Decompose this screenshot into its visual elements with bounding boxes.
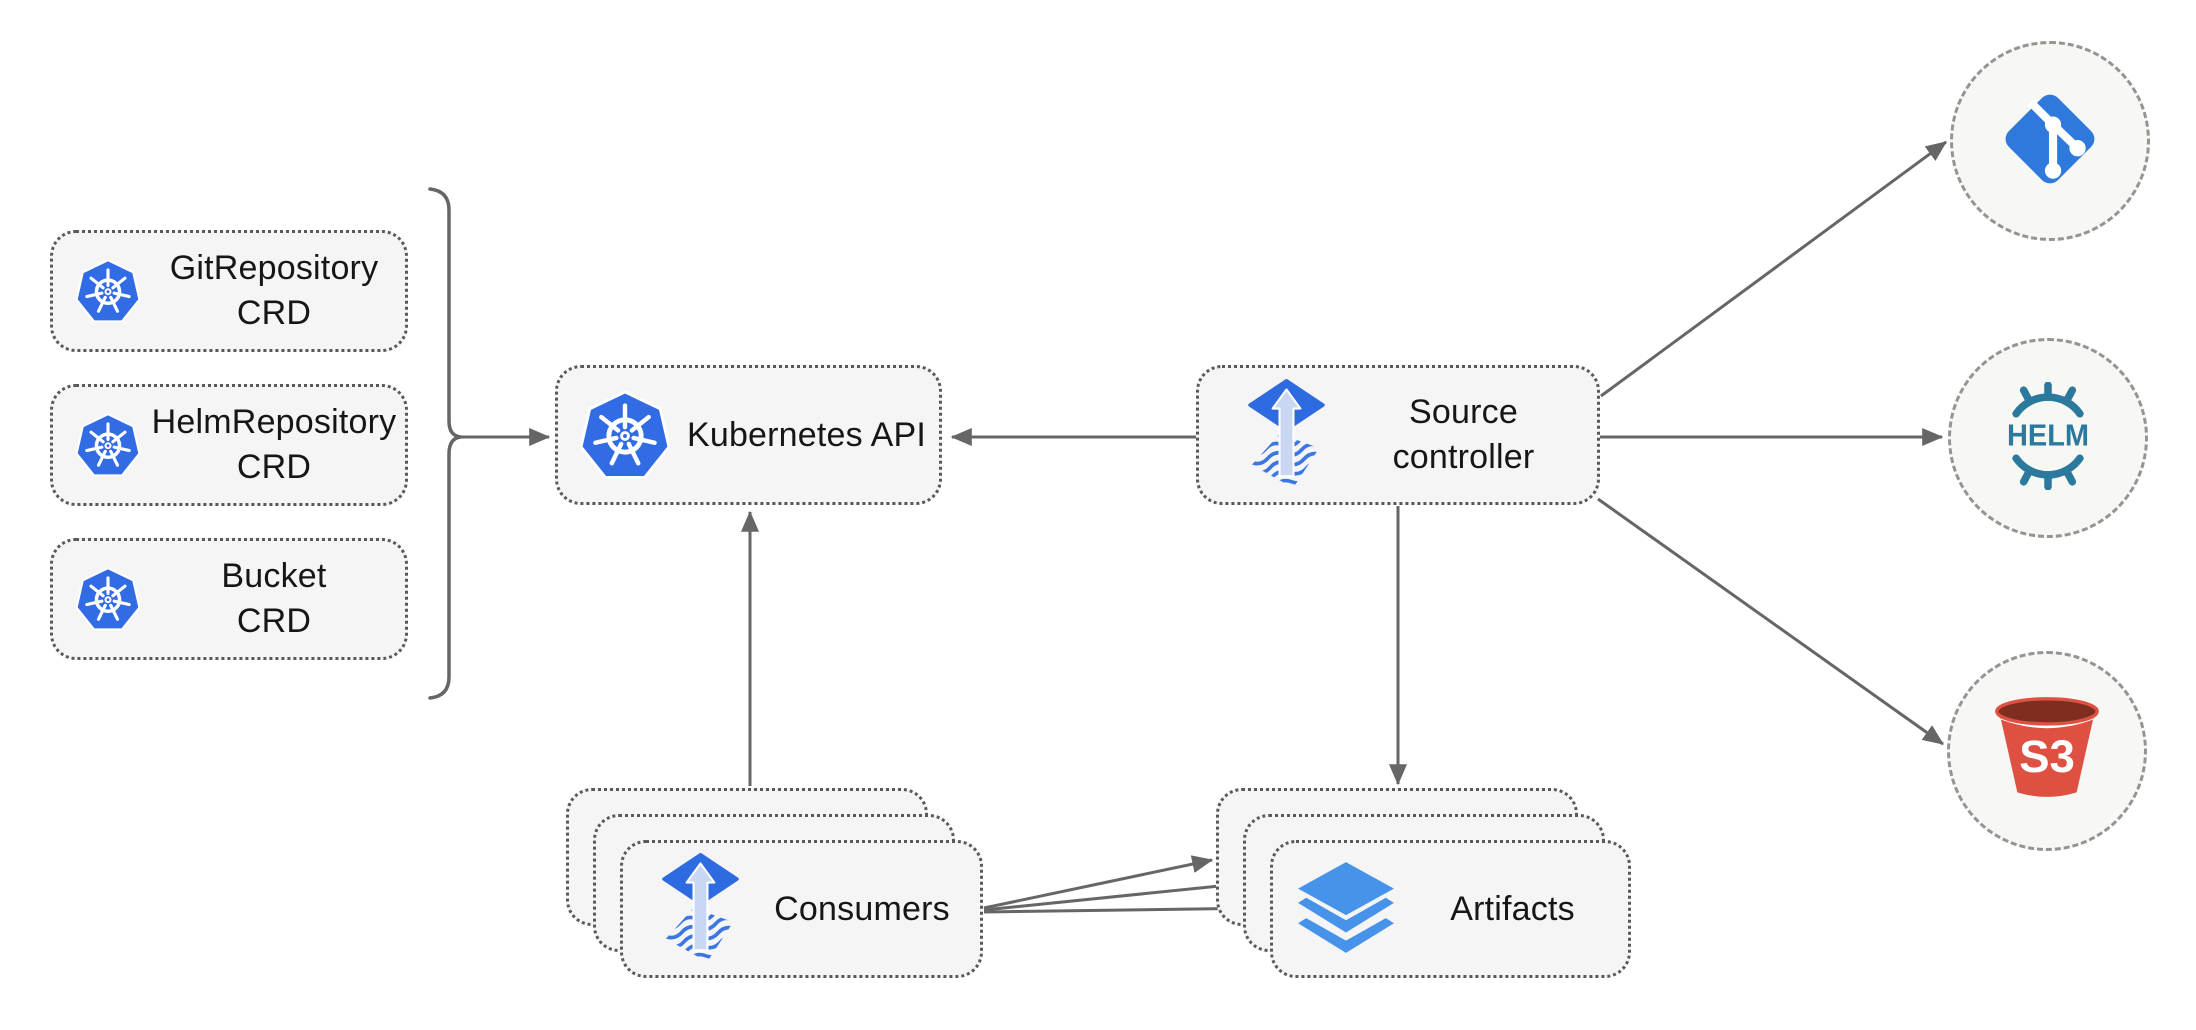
node-label: Consumers <box>774 889 950 928</box>
git-circle <box>1950 41 2150 241</box>
kubernetes-icon <box>73 256 143 326</box>
node-label: Source controller <box>1392 393 1535 476</box>
kubernetes-icon <box>576 386 674 484</box>
crd-group-bracket <box>428 187 462 700</box>
source-controller-node: Source controller <box>1196 365 1600 505</box>
kubernetes-icon <box>73 564 143 634</box>
git-icon <box>1999 88 2101 195</box>
node-label: Bucket CRD <box>221 557 327 640</box>
bucket-crd-node: Bucket CRD <box>50 538 408 660</box>
layers-icon <box>1295 862 1397 956</box>
consumers-node: Consumers <box>620 840 983 978</box>
helmrepository-crd-node: HelmRepository CRD <box>50 384 408 506</box>
svg-text:HELM: HELM <box>2007 419 2089 452</box>
kubernetes-icon <box>73 410 143 480</box>
node-label: Kubernetes API <box>686 415 927 454</box>
flux-icon <box>657 852 744 966</box>
node-label: HelmRepository CRD <box>151 403 397 486</box>
flux-icon <box>1243 378 1330 492</box>
helm-icon: HELM <box>1994 380 2102 495</box>
helm-circle: HELM <box>1948 338 2148 538</box>
gitrepository-crd-node: GitRepository CRD <box>50 230 408 352</box>
kubernetes-api-node: Kubernetes API <box>555 365 942 505</box>
artifacts-node: Artifacts <box>1270 840 1631 978</box>
node-label: Artifacts <box>1450 889 1575 928</box>
svg-text:S3: S3 <box>2019 730 2075 781</box>
s3-circle: S3 <box>1947 651 2147 851</box>
s3-bucket-icon: S3 <box>1990 692 2104 811</box>
node-label: GitRepository CRD <box>169 249 379 332</box>
